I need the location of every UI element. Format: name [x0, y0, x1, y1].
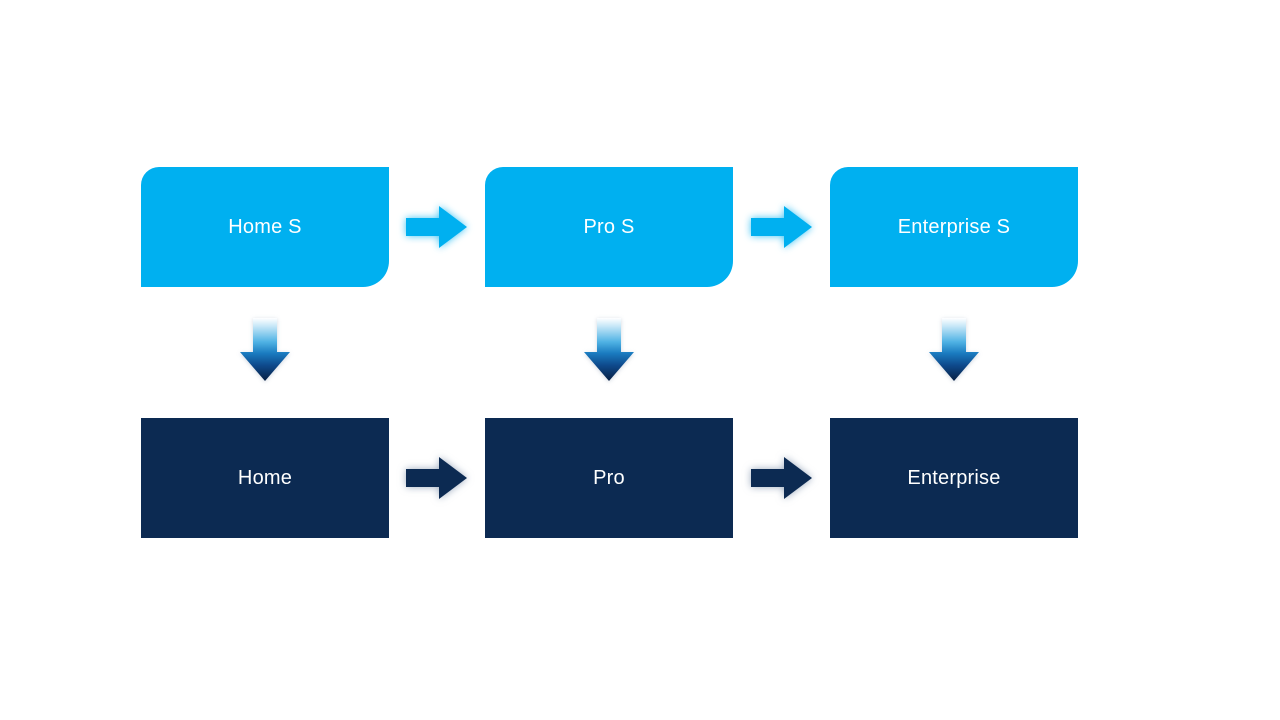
node-home-label: Home: [237, 466, 293, 489]
node-home-s-label: Home S: [228, 215, 302, 238]
node-pro-label: Pro: [593, 466, 625, 489]
arrow-right-icon: [751, 204, 813, 250]
node-pro-s-label: Pro S: [583, 215, 635, 238]
arrow-down-icon: [584, 318, 634, 381]
node-home: Home: [141, 418, 389, 538]
node-enterprise-label: Enterprise: [907, 466, 1001, 489]
arrow-right-icon: [406, 455, 468, 501]
node-home-s: Home S: [141, 167, 389, 287]
arrow-down-icon: [929, 318, 979, 381]
arrow-right-icon: [406, 204, 468, 250]
node-enterprise: Enterprise: [830, 418, 1078, 538]
node-enterprise-s-label: Enterprise S: [897, 215, 1011, 238]
node-enterprise-s: Enterprise S: [830, 167, 1078, 287]
node-pro-s: Pro S: [485, 167, 733, 287]
arrow-right-icon: [751, 455, 813, 501]
node-pro: Pro: [485, 418, 733, 538]
arrow-down-icon: [240, 318, 290, 381]
